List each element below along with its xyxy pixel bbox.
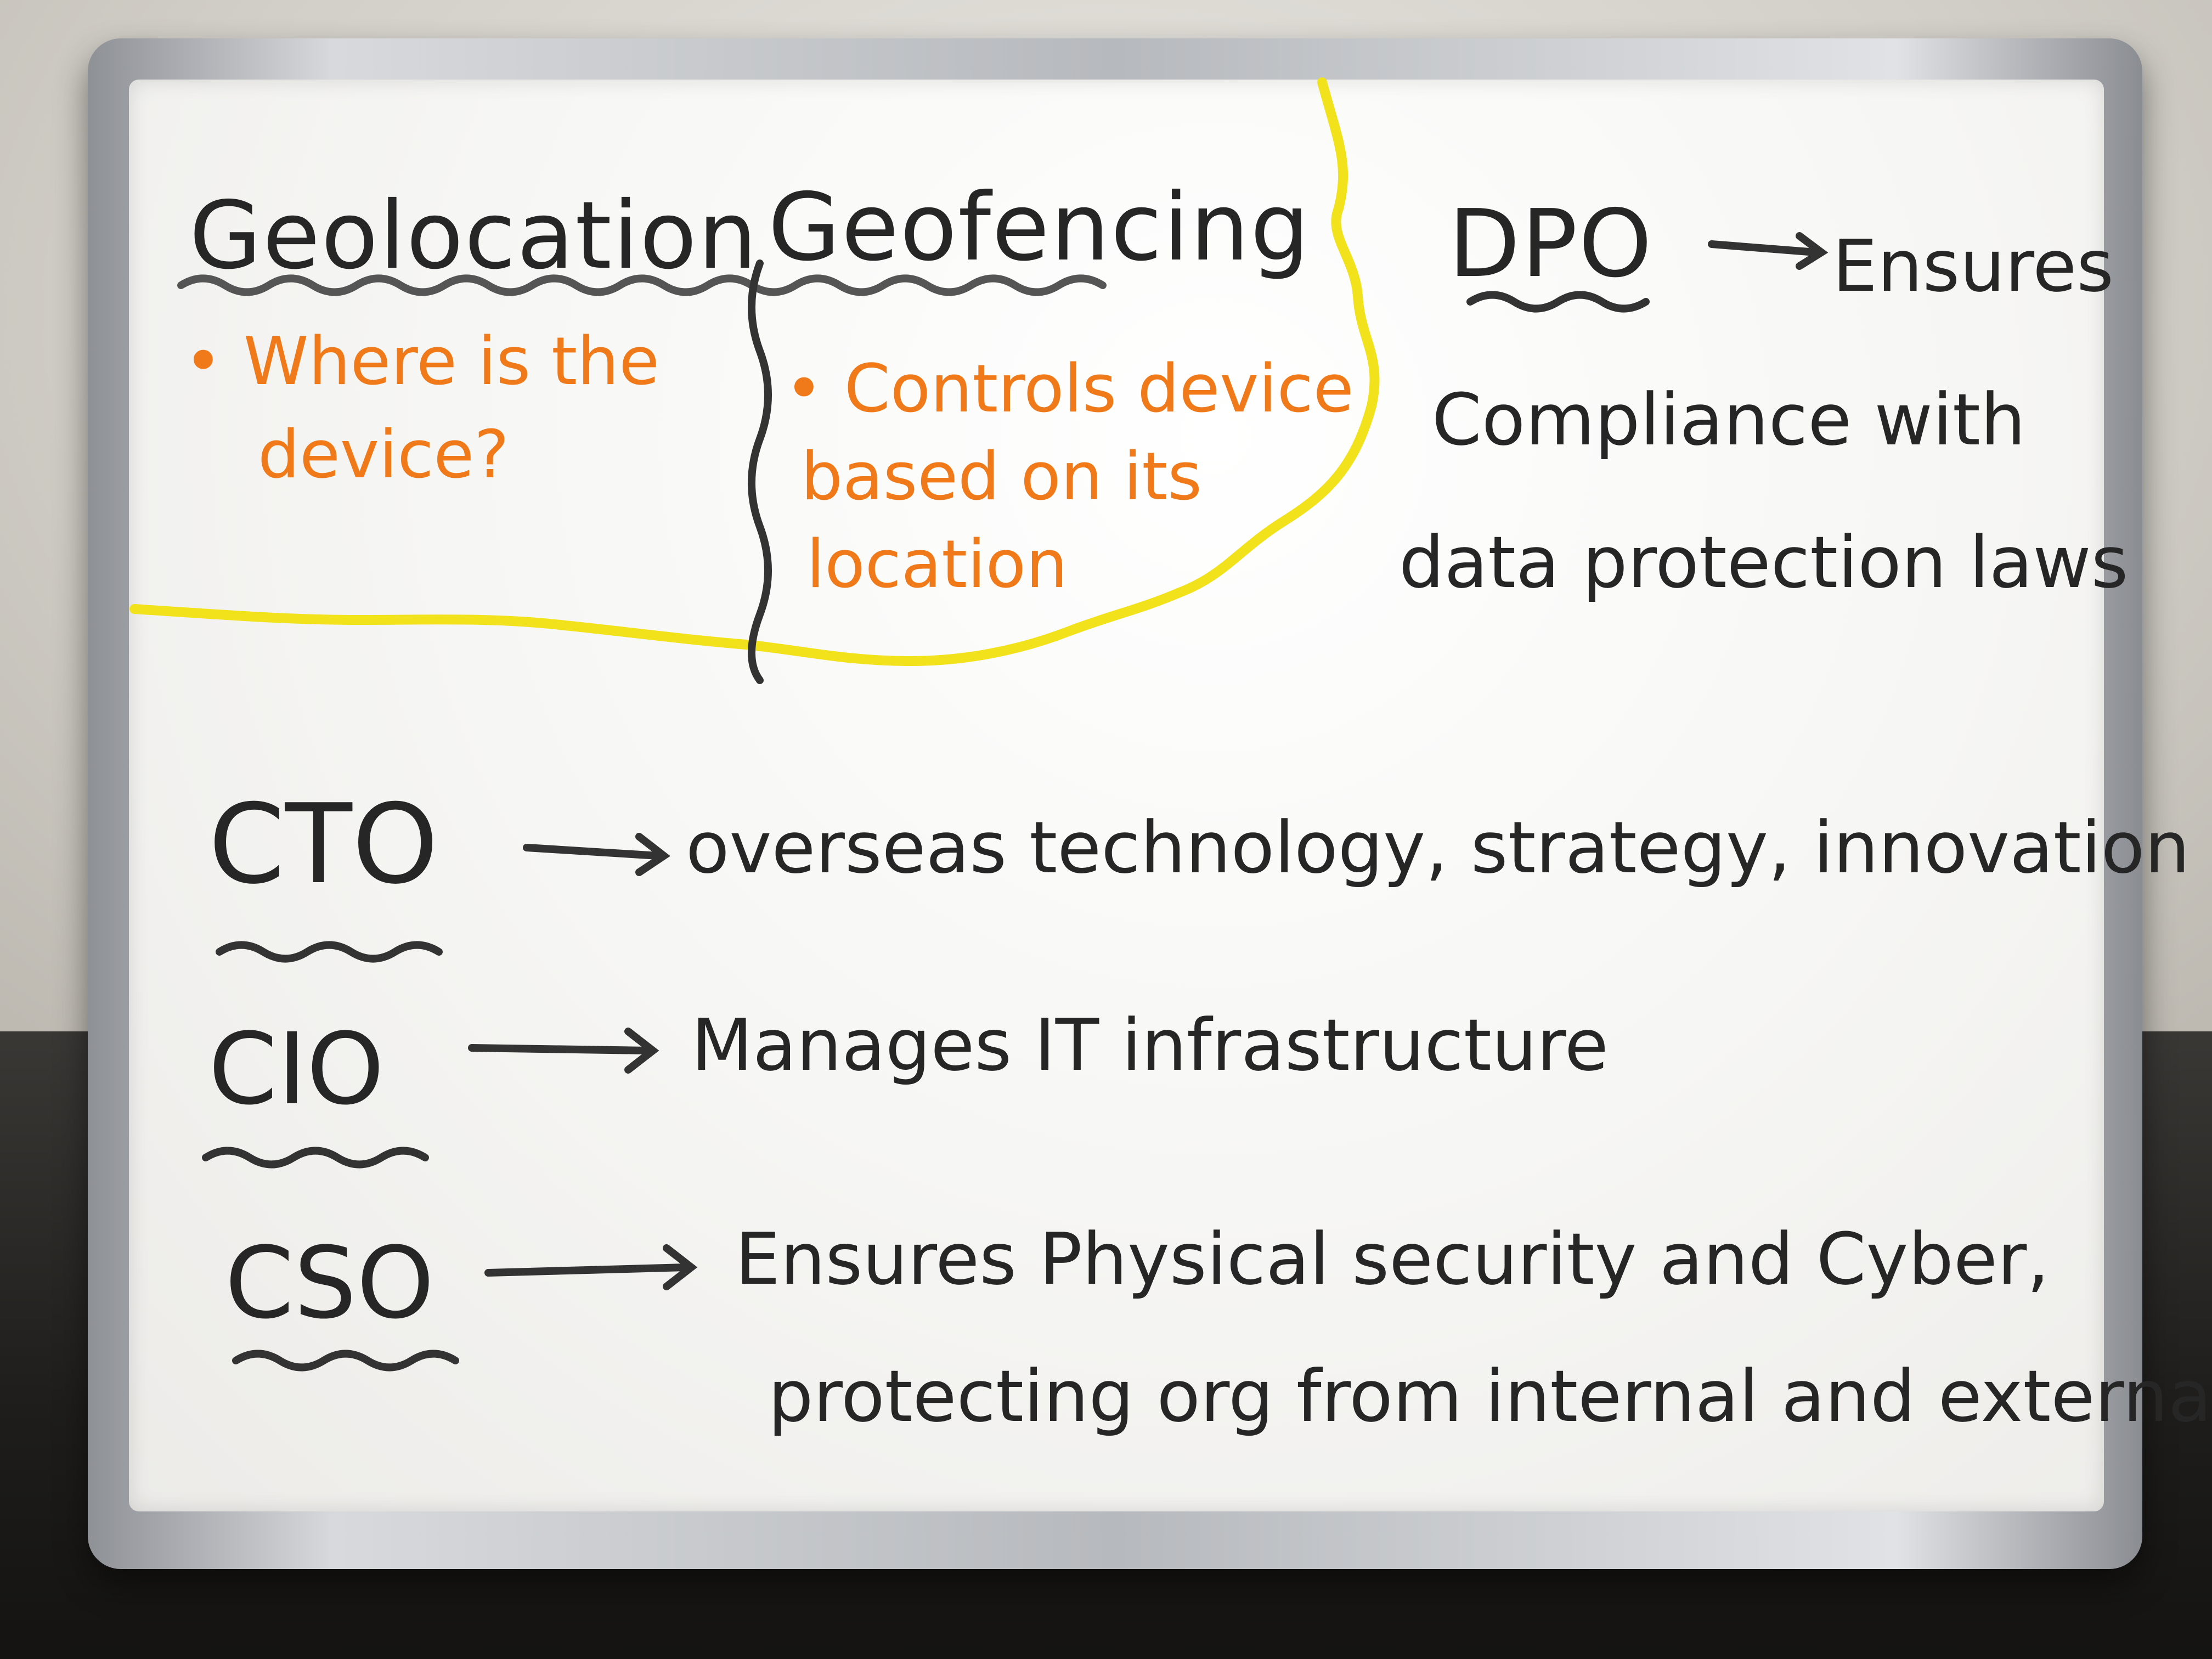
cio-desc: Manages IT infrastructure — [691, 1003, 1609, 1087]
cio-role: CIO — [208, 1012, 385, 1127]
cto-desc: overseas technology, strategy, innovatio… — [686, 806, 2190, 889]
geolocation-note-line2: device? — [258, 417, 509, 493]
dpo-desc-line2: Compliance with — [1432, 378, 2026, 461]
dpo-desc-line3: data protection laws — [1399, 521, 2129, 604]
cio-arrow — [468, 1028, 659, 1074]
dpo-role: DPO — [1448, 190, 1654, 298]
cso-underline — [232, 1350, 459, 1372]
geofencing-note-line1: • Controls device — [785, 351, 1354, 427]
title-squiggle-underline — [177, 274, 1107, 296]
title-geolocation: Geolocation — [189, 182, 758, 290]
arrows — [468, 232, 1829, 1290]
cso-desc-line1: Ensures Physical security and Cyber, — [735, 1217, 2050, 1301]
geolocation-note-line1: • Where is the — [184, 324, 660, 400]
dpo-desc-line1: Ensures — [1832, 224, 2114, 308]
cso-desc-line2: protecting org from internal and externa… — [768, 1355, 2212, 1438]
cto-arrow — [523, 833, 670, 876]
cso-role: CSO — [225, 1226, 435, 1341]
geofencing-note-line2: based on its — [801, 439, 1202, 515]
cto-role: CTO — [208, 781, 439, 909]
geo-divider-line — [748, 259, 772, 684]
title-geofencing: Geofencing — [768, 173, 1311, 282]
dpo-arrow — [1708, 232, 1829, 270]
cso-arrow — [484, 1244, 698, 1290]
yellow-boundary-line — [129, 77, 1380, 667]
cio-underline — [202, 1147, 429, 1169]
cto-underline — [216, 941, 443, 963]
whiteboard-surface — [129, 80, 2104, 1511]
geofencing-note-line3: location — [806, 527, 1068, 603]
dpo-underline — [1466, 291, 1650, 313]
